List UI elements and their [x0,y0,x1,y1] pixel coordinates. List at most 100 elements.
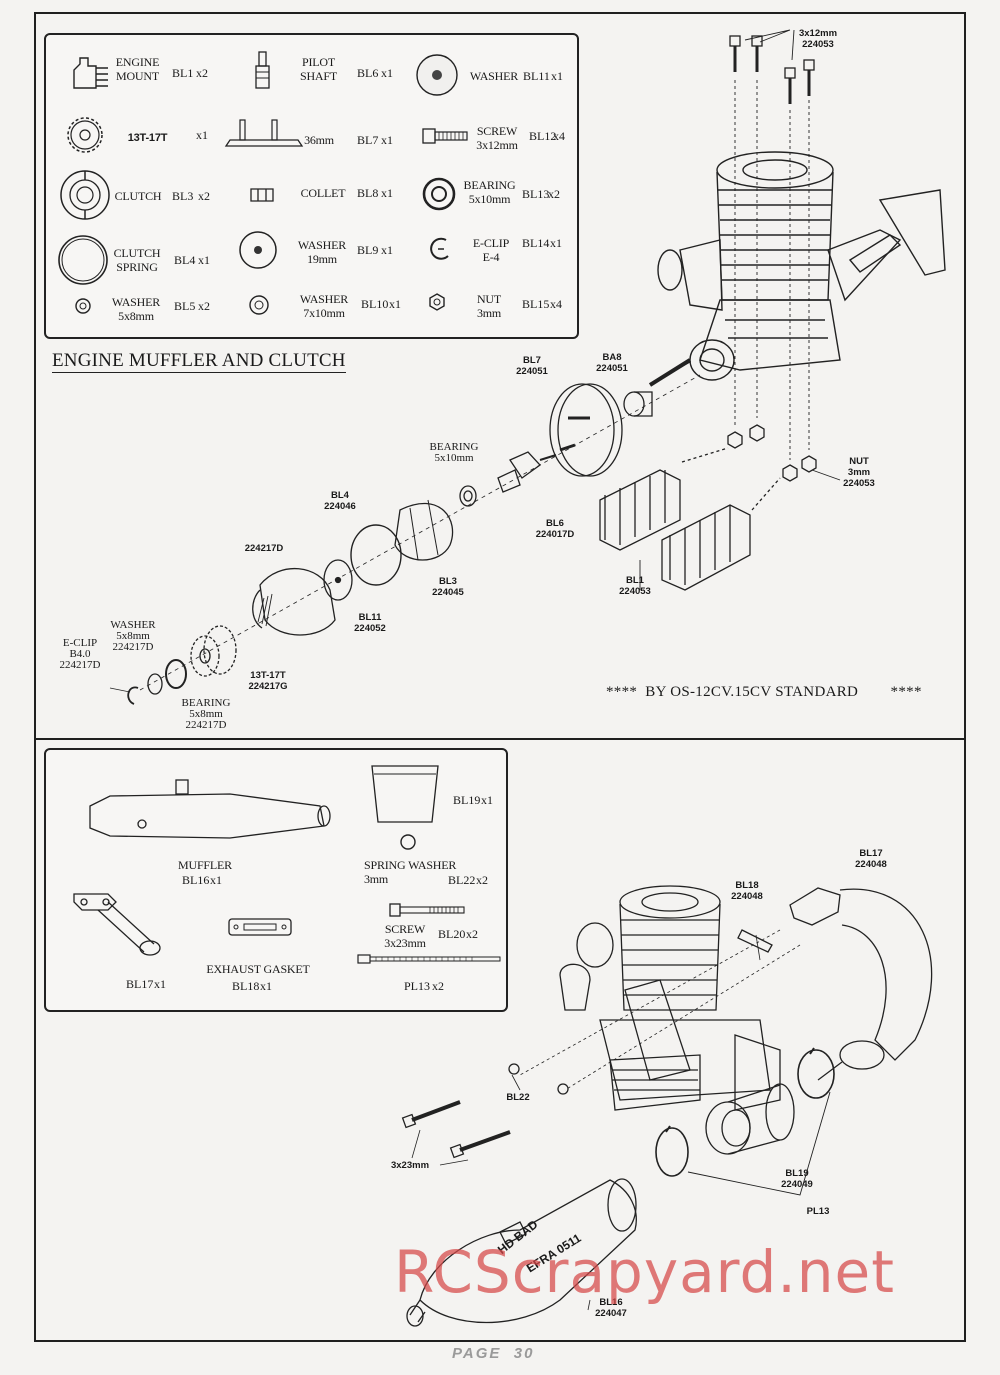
flywheel-icon [224,119,304,147]
part-code-bl3: BL3 [172,189,194,203]
screw-bl12-set [729,29,815,104]
gear-13t-17t [190,625,237,677]
part-qty-bl14: x1 [550,236,562,250]
exhaust-exploded-diagram [401,885,933,1327]
bearing-icon [422,177,456,211]
part-code-bl8: BL8 [357,186,379,200]
clutch-icon [60,170,110,220]
part-qty-bl5: x2 [198,299,210,313]
part-code-bl1: BL1 [172,66,194,80]
part-code-bl5: BL5 [174,299,196,313]
engine-mount-icon [73,57,108,89]
part-name-exhaust-gasket: EXHAUST GASKET [206,962,310,976]
callout-clutch-bell: 224217D [244,543,284,554]
callout-bl7: BL7 224051 [516,355,548,377]
screw-bl20-set [401,1100,511,1166]
coupler-bl19 [705,1083,795,1155]
part-code-bl22: BL22 [448,873,476,887]
part-code-bl14: BL14 [522,236,550,250]
part-qty-bl6: x1 [381,66,393,80]
part-qty-bl7: x1 [381,133,393,147]
part-qty-bl15: x4 [550,297,562,311]
engine-exploded-diagram [109,29,946,705]
callout-bl1: BL1 224053 [619,575,651,597]
part-name-screw-3x23: SCREW 3x23mm [384,922,426,950]
callout-bearing-5x8: BEARING 5x8mm 224217D [181,697,231,731]
muffler-icon [89,779,331,839]
parts-list-box-top [44,33,579,339]
part-name-engine-mount: ENGINE MOUNT [115,55,160,83]
callout-bl16: BL16 224047 [595,1297,627,1319]
washer-7x10-icon [249,295,269,315]
part-code-bl20: BL20 [438,927,466,941]
callout-bl6: BL6 224017D [535,518,575,540]
part-name-washer-bl10: WASHER 7x10mm [299,292,349,320]
part-name-washer-bl9: WASHER 19mm [297,238,347,266]
watermark: RCScrapyard.net [394,1238,895,1306]
part-name-screw-bl12: SCREW 3x12mm [476,124,518,152]
manifold-bl17 [789,887,933,1081]
engine-body-bottom [559,885,781,1111]
part-qty-bl19: x1 [481,793,493,807]
part-qty-bl9: x1 [381,243,393,257]
part-qty-bl4: x1 [198,253,210,267]
part-code-bl19: BL19 [453,793,481,807]
part-name-muffler: MUFFLER [178,858,232,872]
part-code-bl9: BL9 [357,243,379,257]
washer-19mm-icon [239,231,277,269]
washer-small-icon [75,298,91,314]
callout-bl22: BL22 [506,1092,530,1103]
part-code-bl13: BL13 [522,187,550,201]
callout-screw-3x12: 3x12mm 224053 [798,28,838,50]
callout-ba8: BA8 224051 [596,352,628,374]
part-qty-gear: x1 [196,128,208,142]
part-code-bl17: BL17 [126,977,154,991]
part-qty-bl1: x2 [196,66,208,80]
standard-note: **** BY OS-12CV.15CV STANDARD **** [606,684,922,700]
engine-body [648,151,946,387]
manifold-icon [73,893,161,956]
callout-bearing-5x10: BEARING 5x10mm [429,441,479,464]
clutch-bell [252,568,336,636]
cable-tie-icon [357,954,501,964]
part-name-e-clip: E-CLIP E-4 [472,236,510,264]
callout-bl17: BL17 224048 [855,848,887,870]
muffler-bl16 [406,1178,637,1327]
callout-gear-13t-17t: 13T-17T 224217G [248,670,288,692]
part-name-gear: 13T-17T [127,132,168,144]
nut-icon [429,293,445,311]
page-number: PAGE 30 [452,1345,535,1362]
part-qty-bl22: x2 [476,873,488,887]
part-qty-bl17: x1 [154,977,166,991]
callout-washer-5x8: WASHER 5x8mm 224217D [110,619,156,653]
part-code-pl13: PL13 [404,979,431,993]
part-code-bl6: BL6 [357,66,379,80]
page-border-bottom [34,1340,966,1342]
part-name-flywheel: 36mm [304,133,334,147]
part-code-bl10: BL10 [361,297,389,311]
part-name-nut: NUT 3mm [476,292,502,320]
flywheel-bl7 [549,383,623,477]
part-code-bl12: BL12 [529,129,557,143]
spring-washer-icon [400,834,416,850]
part-qty-bl12: x4 [553,129,565,143]
part-code-bl11: BL11 [523,69,550,83]
part-code-bl18: BL18 [232,979,260,993]
screw-icon [422,128,468,144]
coupler-icon [371,765,439,823]
part-qty-bl16: x1 [210,873,222,887]
part-qty-pl13: x2 [432,979,444,993]
callout-bl19: BL19 224049 [781,1168,813,1190]
part-name-spring-washer: SPRING WASHER 3mm [364,858,457,886]
page-border-left [34,12,36,1342]
part-name-washer-bl11: WASHER [469,69,519,83]
callout-screw-3x23: 3x23mm [390,1160,430,1171]
nut-bl15-set [727,424,817,482]
part-name-clutch: CLUTCH [114,189,162,203]
callout-bl11: BL11 224052 [354,612,386,634]
part-qty-bl18: x1 [260,979,272,993]
part-name-washer-bl5: WASHER 5x8mm [111,295,161,323]
collet-icon [250,188,274,202]
engine-mount-bl1 [599,447,781,591]
callout-pl13: PL13 [806,1206,830,1217]
